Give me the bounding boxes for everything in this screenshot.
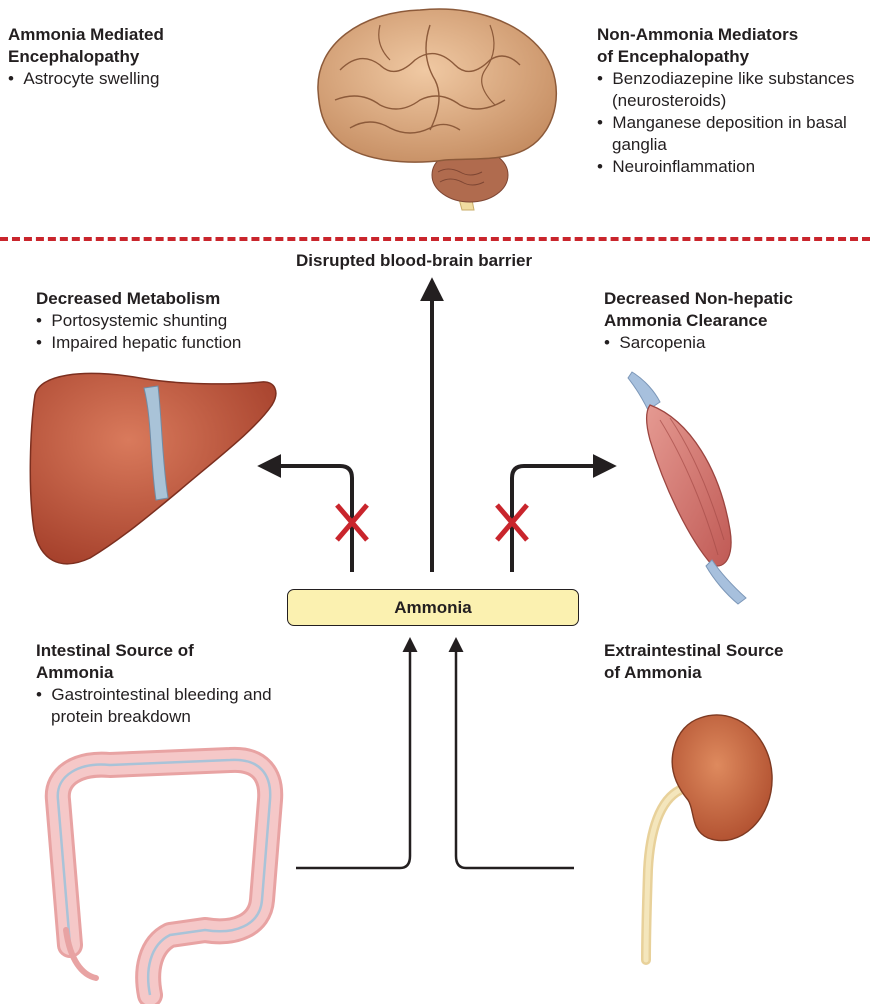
non-hepatic-title-1: Decreased Non-hepatic bbox=[604, 288, 864, 310]
intestinal-title-1: Intestinal Source of bbox=[36, 640, 286, 662]
list-item: Benzodiazepine like substances (neuroste… bbox=[597, 68, 862, 112]
extraintestinal-title-1: Extraintestinal Source bbox=[604, 640, 864, 662]
list-item: Sarcopenia bbox=[604, 332, 864, 354]
extraintestinal-arrow bbox=[456, 640, 574, 868]
list-item: Astrocyte swelling bbox=[8, 68, 268, 90]
decreased-metabolism-title: Decreased Metabolism bbox=[36, 288, 296, 310]
list-item: Gastrointestinal bleeding and protein br… bbox=[36, 684, 286, 728]
brain-illustration bbox=[318, 9, 556, 210]
kidney-illustration bbox=[646, 715, 772, 960]
blood-brain-barrier-divider bbox=[0, 237, 870, 241]
intestinal-source-block: Intestinal Source of Ammonia Gastrointes… bbox=[36, 640, 286, 728]
non-hepatic-title-2: Ammonia Clearance bbox=[604, 310, 864, 332]
list-item: Portosystemic shunting bbox=[36, 310, 296, 332]
intestinal-arrow bbox=[296, 640, 410, 868]
colon-illustration bbox=[58, 760, 270, 995]
ammonia-box: Ammonia bbox=[287, 589, 579, 626]
non-hepatic-clearance-block: Decreased Non-hepatic Ammonia Clearance … bbox=[604, 288, 864, 354]
muscle-illustration bbox=[628, 372, 746, 604]
non-ammonia-title-2: of Encephalopathy bbox=[597, 46, 862, 68]
non-ammonia-mediators-block: Non-Ammonia Mediators of Encephalopathy … bbox=[597, 24, 862, 178]
ammonia-mediated-title-2: Encephalopathy bbox=[8, 46, 268, 68]
muscle-arrow bbox=[512, 466, 612, 572]
ammonia-mediated-title-1: Ammonia Mediated bbox=[8, 24, 268, 46]
list-item: Manganese deposition in basal ganglia bbox=[597, 112, 862, 156]
extraintestinal-source-block: Extraintestinal Source of Ammonia bbox=[604, 640, 864, 684]
ammonia-mediated-block: Ammonia Mediated Encephalopathy Astrocyt… bbox=[8, 24, 268, 90]
bbb-label: Disrupted blood-brain barrier bbox=[296, 250, 532, 272]
intestinal-title-2: Ammonia bbox=[36, 662, 286, 684]
extraintestinal-title-2: of Ammonia bbox=[604, 662, 864, 684]
ammonia-label: Ammonia bbox=[394, 598, 471, 618]
list-item: Impaired hepatic function bbox=[36, 332, 296, 354]
non-ammonia-title-1: Non-Ammonia Mediators bbox=[597, 24, 862, 46]
list-item: Neuroinflammation bbox=[597, 156, 862, 178]
liver-arrow bbox=[262, 466, 352, 572]
liver-illustration bbox=[30, 373, 276, 563]
decreased-metabolism-block: Decreased Metabolism Portosystemic shunt… bbox=[36, 288, 296, 354]
